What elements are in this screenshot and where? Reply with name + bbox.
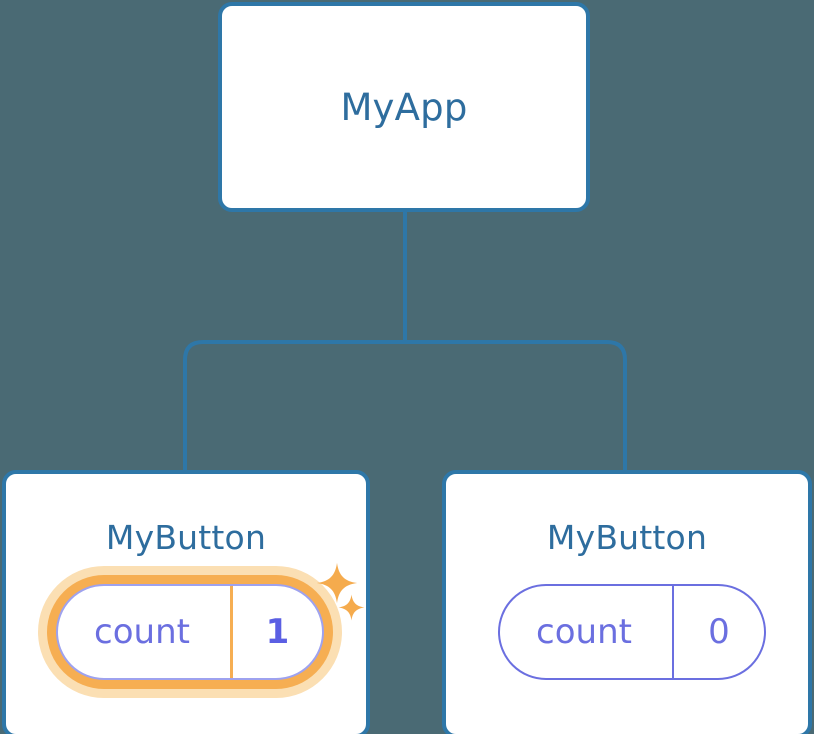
connector-branch-left <box>183 340 405 474</box>
child-component-title-right: MyButton <box>546 518 708 557</box>
prop-key-right: count <box>536 612 632 652</box>
prop-value-left: 1 <box>230 586 322 678</box>
child-component-card-right[interactable]: MyButton count 0 <box>442 470 812 734</box>
prop-value-right: 0 <box>672 586 764 678</box>
prop-key-left: count <box>94 612 190 652</box>
root-component-card[interactable]: MyApp <box>218 2 590 212</box>
child-component-card-left[interactable]: MyButton count 1 <box>2 470 370 734</box>
prop-pill-left[interactable]: count 1 <box>56 584 324 680</box>
child-component-title-left: MyButton <box>105 518 267 557</box>
prop-pill-left-wrap: count 1 <box>16 584 364 680</box>
prop-pill-right[interactable]: count 0 <box>498 584 766 680</box>
prop-pill-right-wrap: count 0 <box>498 584 766 680</box>
connector-branch-right <box>405 340 627 474</box>
root-component-title: MyApp <box>340 85 468 129</box>
